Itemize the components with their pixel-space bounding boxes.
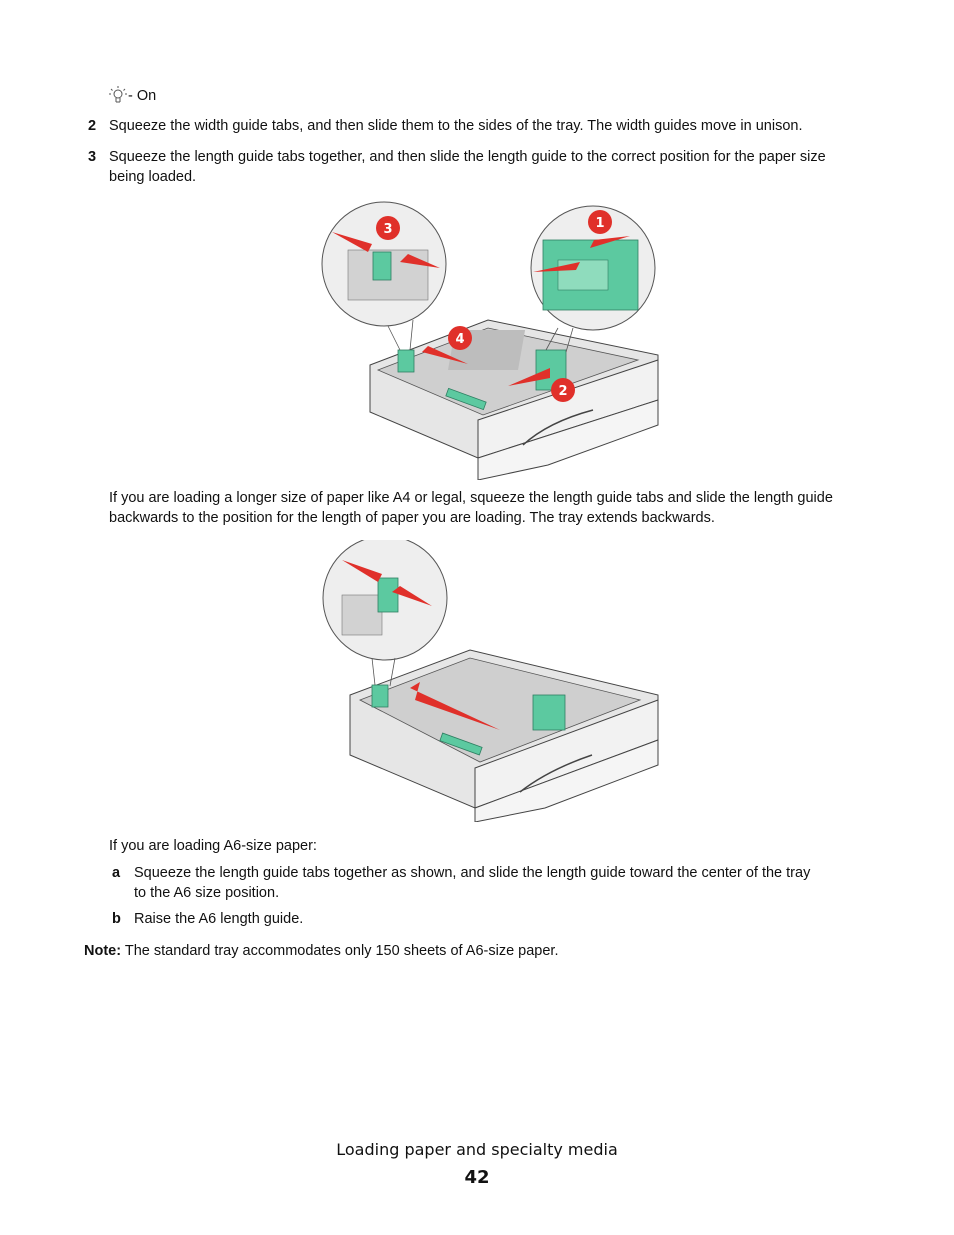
substep-text: Raise the A6 length guide. (134, 911, 304, 927)
indicator-label: - On (128, 88, 157, 104)
footer-section-title: Loading paper and specialty media (336, 1140, 618, 1159)
longer-paper-text-continued: backwards to the position for the length… (109, 510, 715, 526)
red-arrow-icon (332, 232, 372, 252)
light-bulb-icon (109, 86, 127, 103)
red-arrow-icon (400, 254, 440, 268)
step-text: Squeeze the width guide tabs, and then s… (109, 118, 803, 134)
red-arrow-icon (590, 236, 630, 248)
step-text: Squeeze the length guide tabs together, … (109, 149, 826, 165)
note-label: Note: (84, 943, 122, 959)
longer-paper-text: If you are loading a longer size of pape… (109, 490, 833, 506)
step-number: 3 (88, 149, 97, 165)
note-line: Note: The standard tray accommodates onl… (84, 941, 558, 961)
paper-tray-drawing (369, 319, 659, 480)
callout-number: 4 (455, 332, 464, 347)
red-arrow-icon (422, 346, 468, 364)
callout-number: 2 (558, 384, 567, 399)
step-text-continued: being loaded. (109, 169, 197, 185)
substep-text-continued: to the A6 size position. (134, 885, 280, 901)
red-arrow-icon (342, 560, 382, 582)
substep-text: Squeeze the length guide tabs together a… (134, 865, 811, 881)
tray-guides-illustration: 3 1 4 2 (321, 201, 659, 480)
substep-letter: a (112, 865, 121, 881)
page-number: 42 (464, 1167, 490, 1188)
tray-extend-illustration (322, 540, 659, 822)
red-arrow-icon (508, 368, 550, 386)
a6-intro-text: If you are loading A6-size paper: (109, 838, 317, 854)
red-arrow-icon (533, 262, 580, 272)
note-text: The standard tray accommodates only 150 … (124, 943, 559, 959)
substep-letter: b (112, 911, 121, 927)
paper-tray-drawing (349, 649, 659, 822)
callout-number: 1 (595, 216, 604, 231)
callout-number: 3 (383, 222, 392, 237)
red-arrow-icon (392, 586, 432, 606)
step-number: 2 (88, 118, 97, 134)
